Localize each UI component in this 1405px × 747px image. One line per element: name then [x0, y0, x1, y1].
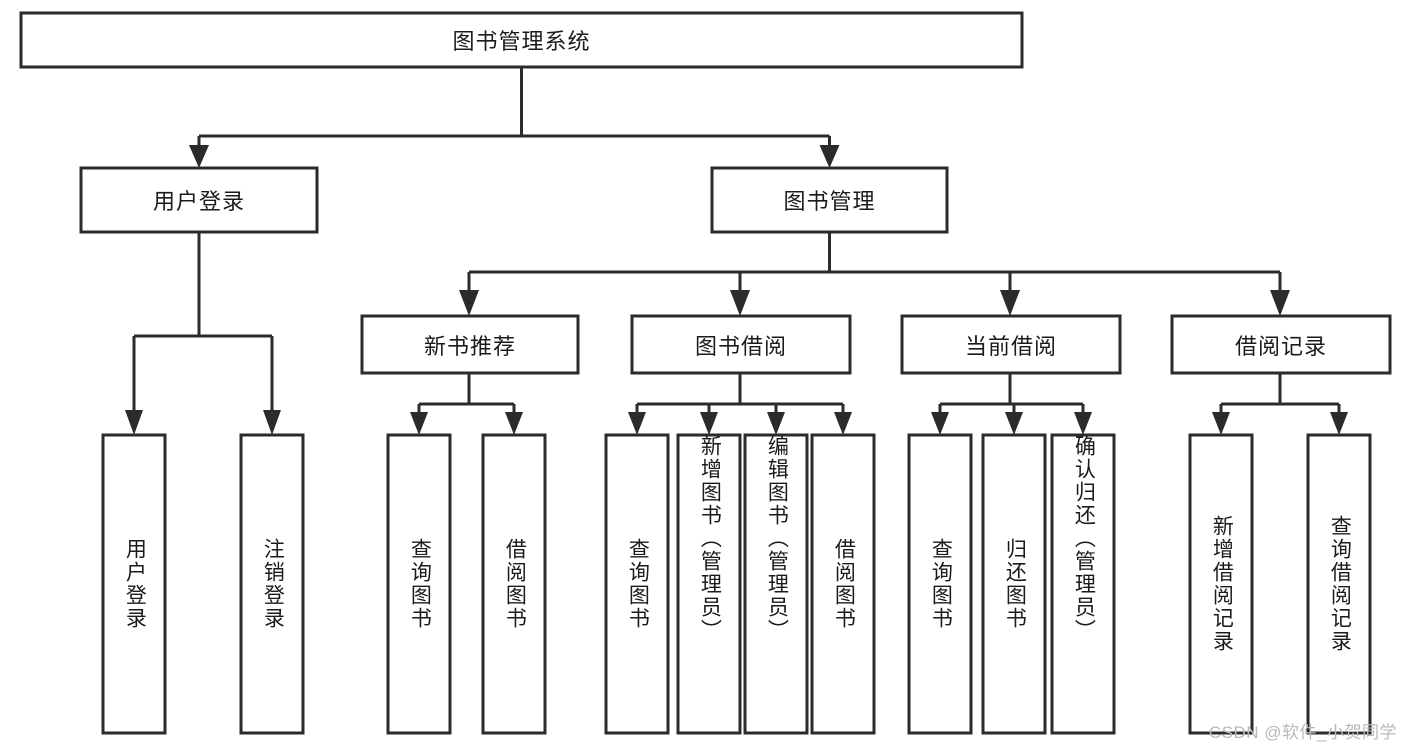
arrow-head-leaf-query-book-2	[628, 412, 646, 435]
connector-group-book-borrow-leaves	[628, 373, 852, 435]
node-leaf-query-book-1-box[interactable]	[386, 433, 452, 735]
arrow-head-leaf-borrow-book-2	[834, 412, 852, 435]
connector-group-borrow-record-leaves	[1212, 373, 1348, 435]
node-leaf-borrow-book-2-box[interactable]	[810, 433, 876, 735]
node-user-login-box[interactable]	[79, 166, 319, 234]
connector-group-root-to-level2	[189, 67, 840, 168]
node-book-borrow-box[interactable]	[630, 314, 852, 375]
connector-group-book-manage-to-level3	[459, 232, 1290, 316]
node-leaf-add-book-box[interactable]	[676, 433, 742, 735]
arrow-head-new-book-recommend	[459, 290, 479, 316]
node-leaf-edit-book-box[interactable]	[743, 433, 809, 735]
node-leaf-borrow-book-1-box[interactable]	[481, 433, 547, 735]
node-leaf-user-login-box[interactable]	[101, 433, 167, 735]
arrow-head-leaf-return-book	[1005, 412, 1023, 435]
node-new-book-recommend-box[interactable]	[360, 314, 580, 375]
arrow-head-current-borrow	[1000, 290, 1020, 316]
arrow-head-leaf-confirm-return	[1074, 412, 1092, 435]
node-leaf-add-record-box[interactable]	[1188, 433, 1254, 735]
connector-group-new-book-recommend-leaves	[410, 373, 523, 435]
arrow-head-leaf-query-book-3	[931, 412, 949, 435]
node-leaf-query-book-2-box[interactable]	[604, 433, 670, 735]
node-book-manage-box[interactable]	[710, 166, 949, 234]
node-root-box[interactable]	[19, 11, 1024, 69]
arrow-head-leaf-logout	[263, 410, 281, 435]
connector-group-current-borrow-leaves	[931, 373, 1092, 435]
node-leaf-return-book-box[interactable]	[981, 433, 1047, 735]
arrow-head-leaf-add-record	[1212, 412, 1230, 435]
node-leaf-confirm-return-box[interactable]	[1050, 433, 1116, 735]
arrow-head-user-login	[189, 145, 209, 168]
node-borrow-record-box[interactable]	[1170, 314, 1392, 375]
node-leaf-query-record-box[interactable]	[1306, 433, 1372, 735]
arrow-head-leaf-query-record	[1330, 412, 1348, 435]
arrow-head-book-borrow	[730, 290, 750, 316]
arrow-head-leaf-add-book	[700, 412, 718, 435]
arrow-head-leaf-edit-book	[767, 412, 785, 435]
csdn-watermark: CSDN @软件_小贺同学	[1208, 723, 1397, 742]
arrow-head-leaf-borrow-book-1	[505, 412, 523, 435]
arrow-head-leaf-user-login	[125, 410, 143, 435]
node-leaf-logout-box[interactable]	[239, 433, 305, 735]
connector-group-user-login-leaves	[125, 232, 281, 435]
arrow-head-borrow-record	[1270, 290, 1290, 316]
arrow-head-leaf-query-book-1	[410, 412, 428, 435]
arrow-head-book-manage	[819, 145, 840, 168]
node-leaf-query-book-3-box[interactable]	[907, 433, 973, 735]
node-current-borrow-box[interactable]	[900, 314, 1122, 375]
